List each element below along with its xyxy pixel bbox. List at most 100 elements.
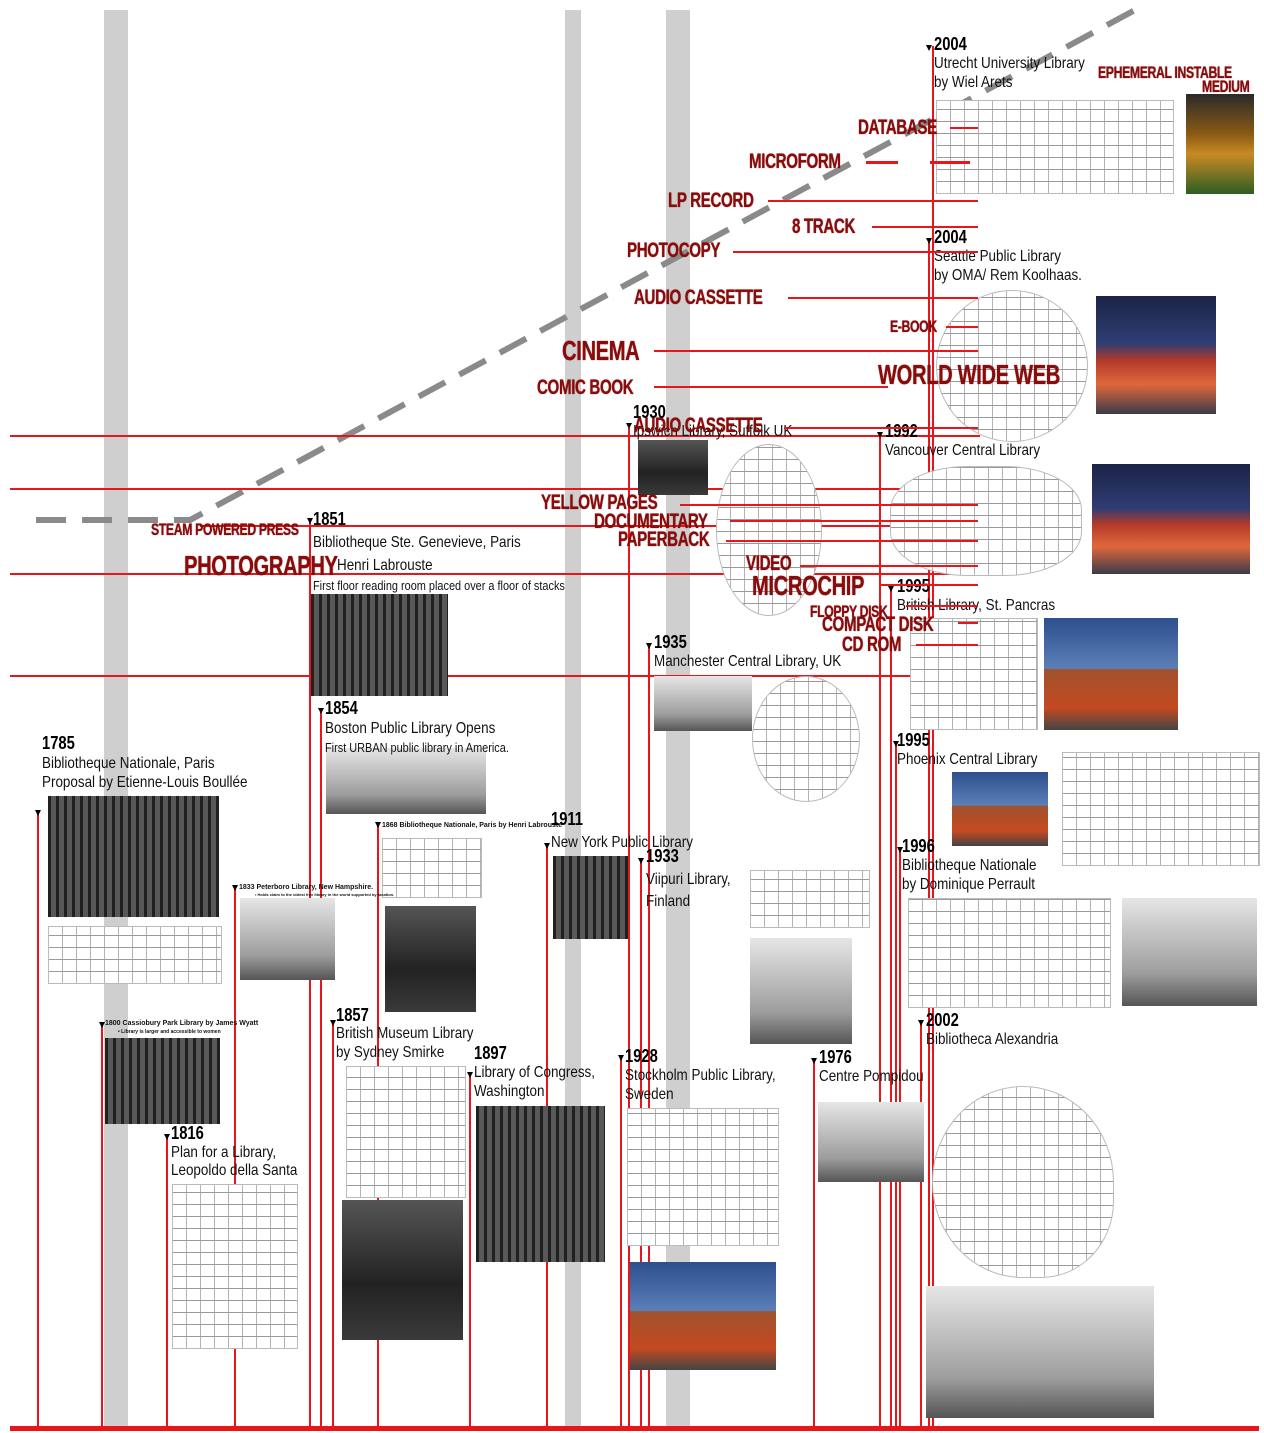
tick-1868 [375,822,381,828]
tick-1995b [893,741,899,747]
caption-1996-line1: Bibliotheque Nationale [902,857,1037,874]
year-line-1935 [648,645,650,1428]
year-line-1930 [628,428,630,1428]
cassiobury-library-image [105,1038,220,1124]
media-label-video: VIDEO [746,552,792,575]
media-line-paperback [726,540,978,542]
phoenix-plan-image [1062,752,1260,866]
media-line-audio-cassette-2b [784,427,978,429]
media-label-ebook: E-BOOK [890,317,937,336]
caption-1928-line1: Stockholm Public Library, [625,1067,776,1084]
media-label-microform: MICROFORM [749,150,841,173]
viipuri-interior-image [750,938,852,1044]
media-line-paperback-2 [200,525,980,527]
caption-1800: 1800 Cassiobury Park Library by James Wy… [105,1020,259,1027]
caption-1996-line2: by Dominique Perrault [902,876,1035,893]
british-library-image [1044,618,1178,730]
caption-2004a-line1: Seattle Public Library [934,248,1061,265]
year-line-1800 [101,1022,103,1428]
media-line-microform-2 [930,161,970,164]
year-label-1992: 1992 [885,421,918,441]
stockholm-plan-image [627,1108,779,1246]
year-label-1785: 1785 [42,733,75,753]
tick-1833 [232,885,238,891]
year-line-1995b [895,743,897,1428]
caption-1833: 1833 Peterboro Library, New Hampshire. [239,884,374,891]
year-label-1851: 1851 [313,509,346,529]
media-label-compact-disk: COMPACT DISK [822,613,934,636]
tick-2004b [926,45,932,51]
boullee-plan-image [48,926,222,984]
tick-1996 [897,847,903,853]
tick-1933 [638,858,644,864]
caption-1930-line1: Ipswich Library, Suffolk UK [633,423,793,440]
media-label-ephemeral-2: MEDIUM [1202,77,1250,96]
year-label-1995a: 1995 [897,576,930,596]
caption-1868: 1868 Bibliotheque Nationale, Paris by He… [382,822,563,829]
tick-1897 [467,1072,473,1078]
caption-1935-line1: Manchester Central Library, UK [654,653,842,670]
boullee-reading-room-image [48,796,219,917]
media-line-microchip [880,584,978,586]
year-line-2002 [920,1022,922,1428]
media-label-steam-press: STEAM POWERED PRESS [151,520,299,539]
bn-perrault-plan-image [908,898,1111,1008]
tick-1976 [811,1058,817,1064]
tick-1928 [618,1055,624,1061]
phoenix-library-image [952,772,1048,846]
year-line-1995a [890,588,892,1428]
tick-2002 [918,1020,924,1026]
year-label-1930: 1930 [633,402,666,422]
year-line-1857 [332,1024,334,1428]
media-line-yellow-pages-2 [680,504,978,506]
year-line-1854 [320,710,322,1428]
caption-1816-line1: Plan for a Library, [171,1144,277,1161]
british-museum-dome-image [342,1200,463,1340]
centre-pompidou-image [818,1102,924,1182]
media-line-microform [866,161,898,164]
caption-1851-line1: Bibliotheque Ste. Genevieve, Paris [313,534,521,551]
tick-1854 [318,708,324,714]
caption-1995b-line1: Phoenix Central Library [897,751,1038,768]
year-line-1976 [813,1060,815,1428]
british-museum-plan-image [346,1066,466,1198]
seattle-library-image [1096,296,1216,414]
library-of-congress-image [476,1106,605,1262]
year-label-1933: 1933 [646,846,679,866]
year-line-1928 [620,1059,622,1428]
century-band-1800 [104,10,128,1428]
caption-1857-line1: British Museum Library [336,1025,474,1042]
tick-1930 [626,423,632,429]
nypl-stacks-image [553,856,628,939]
year-label-1897: 1897 [474,1043,507,1063]
year-label-1995b: 1995 [897,730,930,750]
tick-1995a [888,586,894,592]
year-label-2004a: 2004 [934,227,967,247]
caption-1992-line1: Vancouver Central Library [885,442,1041,459]
media-label-yellow-pages: YELLOW PAGES [541,491,658,514]
media-line-cd-rom [916,644,978,646]
caption-1816-line2: Leopoldo della Santa [171,1162,298,1179]
boston-library-image [326,748,486,814]
viipuri-plan-image [750,870,870,928]
bn-labrouste-plan-image [382,838,482,898]
year-label-1996: 1996 [902,836,935,856]
timeline-baseline [10,1426,1259,1431]
caption-1897-line1: Library of Congress, [474,1064,596,1081]
media-label-world-wide-web: WORLD WIDE WEB [878,359,1060,390]
media-label-floppy-disk: FLOPPY DISK [810,602,888,621]
caption-2004b-line2: by Wiel Arets [934,74,1013,91]
media-label-ephemeral-1: EPHEMERAL INSTABLE [1098,63,1232,82]
media-line-lp-record [768,200,978,202]
tick-1785 [35,810,41,816]
bn-labrouste-interior-image [385,906,476,1012]
year-label-1857: 1857 [336,1005,369,1025]
media-line-cinema [654,350,978,352]
utrecht-library-image [1186,94,1254,194]
media-label-microchip: MICROCHIP [752,570,865,601]
media-line-ebook [946,326,978,328]
media-label-photography: PHOTOGRAPHY [184,550,338,581]
caption-1785-line2: Proposal by Etienne-Louis Boullée [42,774,248,791]
bn-perrault-model-image [1122,898,1257,1006]
alexandria-library-image [926,1286,1154,1418]
